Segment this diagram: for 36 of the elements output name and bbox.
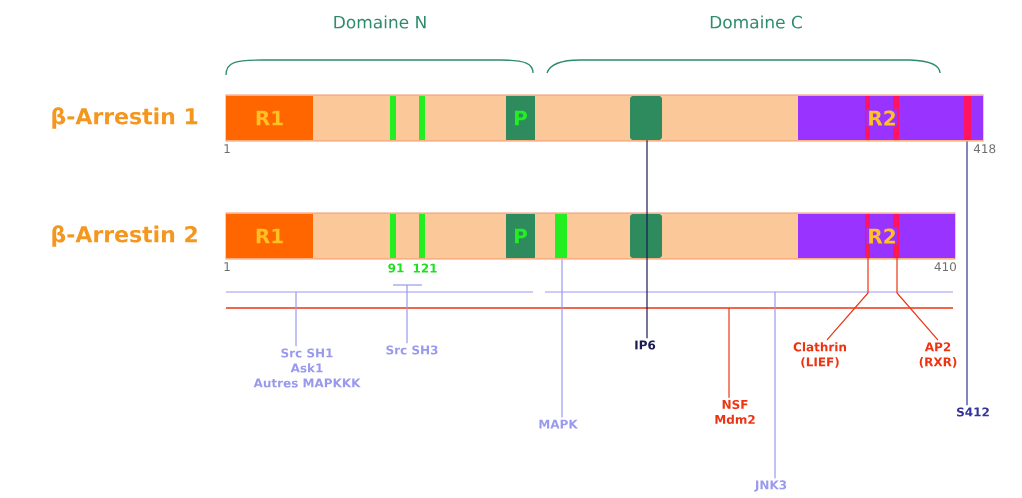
protein-name: β-Arrestin 2 — [52, 225, 197, 247]
residue-number: 1 — [224, 262, 230, 271]
binding-site — [630, 214, 662, 258]
binding-partner: NSF Mdm2 — [715, 399, 755, 425]
leader-line — [646, 139, 648, 339]
leader-line — [896, 244, 939, 341]
domain-segment: R2 — [798, 96, 983, 140]
binding-partner: Src SH1 Ask1 Autres MAPKKK — [253, 348, 361, 388]
binding-partner: AP2 (RXR) — [919, 342, 957, 368]
binding-partner: JNK3 — [754, 480, 787, 492]
binding-partner: Clathrin (LIEF) — [793, 342, 846, 368]
protein-name: β-Arrestin 1 — [52, 107, 198, 129]
residue-number: 1 — [224, 144, 230, 153]
binding-partner: MAPK — [539, 419, 579, 429]
binding-site — [630, 96, 662, 140]
domain-segment: P — [506, 96, 535, 140]
domain-label: Domaine C — [710, 15, 802, 29]
leader-line — [406, 284, 408, 344]
leader-line — [826, 244, 869, 341]
leader-line — [295, 291, 297, 347]
residue-number: 121 — [413, 263, 437, 273]
domain-segment: P — [506, 214, 535, 258]
domain-segment: R1 — [226, 96, 313, 140]
binding-partner: IP6 — [635, 340, 656, 350]
leader-line — [728, 307, 730, 399]
residue-number: 91 — [388, 263, 404, 273]
residue-number: 410 — [934, 262, 956, 272]
leader-line — [561, 258, 563, 419]
residue-number: 418 — [973, 144, 996, 154]
domain-segment: R1 — [226, 214, 313, 258]
domain-label: Domaine N — [334, 15, 426, 29]
leader-line — [966, 140, 968, 406]
domain-segment: R2 — [798, 214, 955, 258]
binding-partner: Src SH3 — [386, 345, 438, 355]
leader-line — [774, 291, 776, 479]
binding-partner: S412 — [957, 407, 989, 417]
